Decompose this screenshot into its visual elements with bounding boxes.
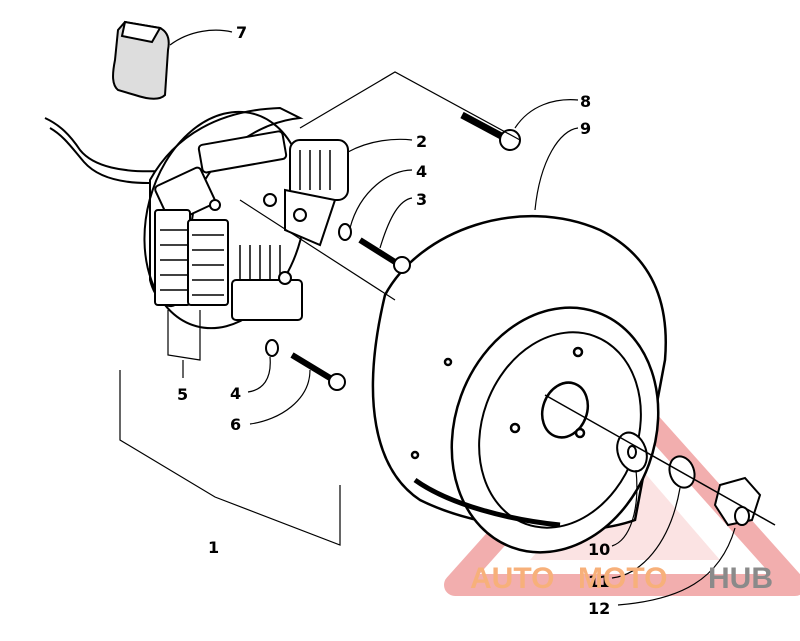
callout-3: 3 [416,190,427,209]
callout-5: 5 [177,385,188,404]
leader-lines [119,29,736,606]
callout-11: 11 [588,572,610,591]
callout-10: 10 [588,540,610,559]
callout-4-upper: 4 [416,162,427,181]
callout-4-lower: 4 [230,384,241,403]
callout-12: 12 [588,599,610,618]
callout-labels: 7 8 9 2 4 3 5 4 6 1 10 11 12 [177,23,610,618]
flywheel [371,215,667,554]
callout-8: 8 [580,92,591,111]
watermark-hub: HUB [708,562,773,595]
callout-6: 6 [230,415,241,434]
callout-1: 1 [208,538,219,557]
callout-2: 2 [416,132,427,151]
part-7-pad [112,20,170,100]
stator-assembly [44,106,349,330]
callout-9: 9 [580,119,591,138]
callout-7: 7 [236,23,247,42]
watermark-auto: AUTO [470,562,554,595]
watermark-text: AUTO MOTO HUB [470,562,773,595]
fasteners [265,111,776,527]
watermark-moto: MOTO [578,562,667,595]
